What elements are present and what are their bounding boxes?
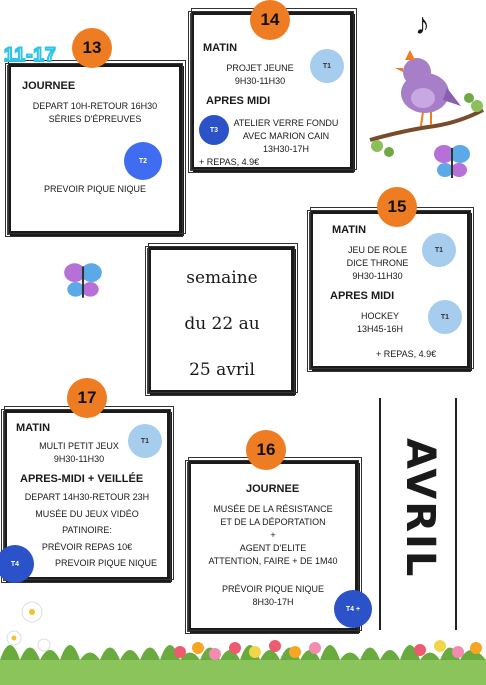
- day15-a2: DICE THRONE: [346, 258, 409, 268]
- day14-apres-midi: APRES MIDI: [206, 95, 271, 107]
- day15-number: 15: [377, 187, 417, 227]
- flower-border-illustration: [0, 601, 486, 685]
- day15-a1: JEU DE ROLE: [347, 245, 407, 255]
- day14-projet-time: 9H30-11H30: [234, 76, 286, 86]
- day14-projet: PROJET JEUNE: [226, 63, 294, 73]
- day14-act1: ATELIER VERRE FONDU: [233, 118, 339, 128]
- day17-b1: DEPART 14H30-RETOUR 23H: [24, 492, 150, 502]
- month-divider: [379, 398, 381, 630]
- day14-repas: + REPAS, 4.9€: [199, 157, 260, 167]
- week-line3: 25 avril: [189, 360, 255, 380]
- day15-repas: + REPAS, 4.9€: [376, 349, 437, 359]
- bird-icon: [369, 50, 484, 157]
- day16-journee: JOURNEE: [246, 483, 300, 495]
- day17-number: 17: [67, 378, 107, 418]
- day15-matin: MATIN: [332, 224, 367, 236]
- day15-b-time: 13H45-16H: [356, 324, 404, 334]
- day16-l2: ET DE LA DÉPORTATION: [220, 517, 326, 527]
- butterfly-icon: [434, 145, 470, 178]
- day15-apres-midi: APRES MIDI: [330, 290, 395, 302]
- day15-tag2: T1: [428, 300, 462, 334]
- day16-l3: +: [270, 530, 276, 540]
- week-card: [145, 243, 298, 396]
- day16-note: PRÉVOIR PIQUE NIQUE: [221, 584, 325, 594]
- day16-card: [185, 457, 362, 634]
- day16-l4: AGENT D'ELITE: [239, 543, 307, 553]
- day14-tag1: T1: [310, 49, 344, 83]
- day17-a1: MULTI PETIT JEUX: [39, 441, 119, 451]
- week-line2: du 22 au: [184, 314, 260, 334]
- day15-a-time: 9H30-11H30: [352, 271, 403, 281]
- day13-line1: DEPART 10H-RETOUR 16H30: [32, 101, 158, 111]
- music-note-icon: ♪: [415, 8, 430, 41]
- day15-tag1: T1: [422, 233, 456, 267]
- day17-tag1: T1: [128, 424, 162, 458]
- day16-tag: T4 +: [334, 590, 372, 628]
- day13-line2: SÉRIES D'ÉPREUVES: [48, 114, 142, 124]
- day16-l5: ATTENTION, FAIRE + DE 1M40: [208, 556, 338, 566]
- age-badge: 11-17: [3, 44, 57, 67]
- week-line1: semaine: [186, 268, 258, 288]
- day15-b1: HOCKEY: [360, 311, 399, 321]
- day14-act-time: 13H30-17H: [262, 144, 310, 154]
- day14-tag2: T3: [199, 115, 229, 145]
- day16-l1: MUSÉE DE LA RÉSISTANCE: [213, 504, 333, 514]
- day14-number: 14: [250, 0, 290, 40]
- day16-time: 8H30-17H: [252, 597, 294, 607]
- day13-note: PREVOIR PIQUE NIQUE: [43, 184, 147, 194]
- day17-b4: PRÉVOIR REPAS 10€: [41, 542, 133, 552]
- day17-a-time: 9H30-11H30: [53, 454, 105, 464]
- butterfly-icon: [64, 263, 102, 298]
- day17-b3: PATINOIRE:: [62, 525, 112, 535]
- day17-matin: MATIN: [16, 422, 51, 434]
- day13-tag: T2: [124, 142, 162, 180]
- day17-b2: MUSÉE DU JEUX VIDÉO: [35, 509, 139, 519]
- day14-act2: AVEC MARION CAIN: [242, 131, 330, 141]
- day17-b5: PREVOIR PIQUE NIQUE: [54, 558, 158, 568]
- day14-matin: MATIN: [203, 42, 238, 54]
- day13-journee: JOURNEE: [22, 80, 76, 92]
- day13-number: 13: [72, 28, 112, 68]
- day17-apres-midi: APRES-MIDI + VEILLÉE: [20, 473, 144, 485]
- day16-number: 16: [246, 430, 286, 470]
- day17-tag2: T4: [0, 545, 34, 583]
- month-title: AVRIL: [397, 438, 443, 579]
- month-divider: [455, 398, 457, 630]
